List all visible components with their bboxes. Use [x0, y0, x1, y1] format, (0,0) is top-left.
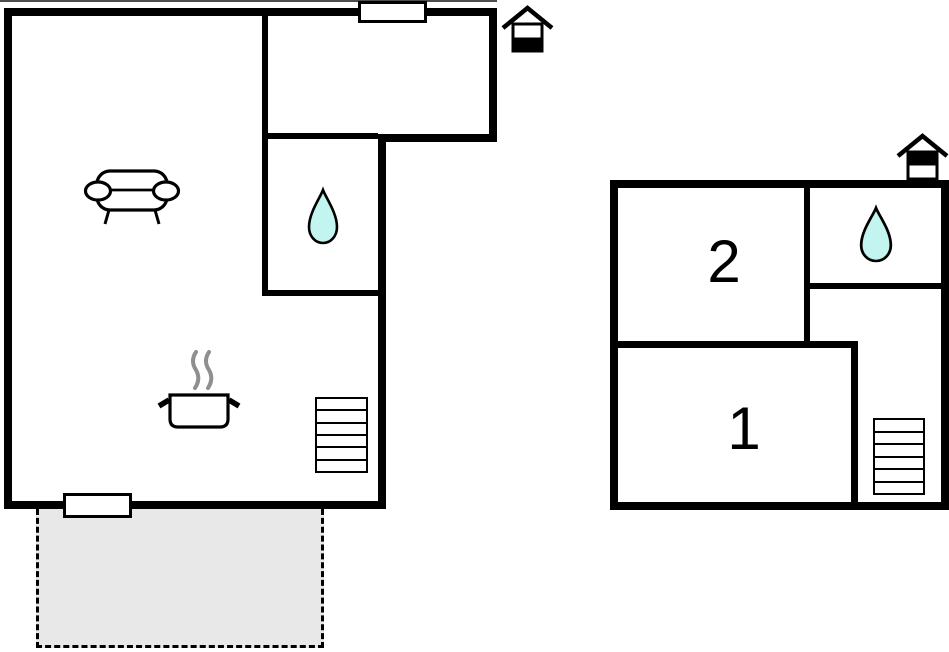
water-drop-icon	[307, 186, 339, 245]
wall-interior-vertical	[262, 16, 268, 296]
stair-tread	[875, 420, 923, 433]
stair-tread	[317, 411, 366, 424]
house-marker-icon	[896, 133, 949, 181]
room-2-label: 2	[707, 228, 741, 295]
wall-room1-top	[618, 341, 858, 348]
stairs-icon	[315, 397, 368, 473]
wall-room1-right	[851, 341, 858, 502]
stair-tread	[875, 483, 923, 494]
wall-bathroom-bottom	[810, 283, 941, 289]
wall-right	[941, 180, 949, 510]
stair-tread	[317, 399, 366, 412]
top-crop-line	[0, 0, 497, 2]
stair-tread	[875, 470, 923, 483]
door-opening	[63, 493, 132, 518]
sofa-icon	[83, 169, 181, 225]
water-drop-icon	[859, 204, 893, 263]
wall-interior-horizontal	[268, 133, 378, 139]
stair-tread	[317, 448, 366, 461]
wall-left	[610, 180, 618, 510]
wall-top	[610, 180, 949, 188]
stair-tread	[317, 436, 366, 449]
room-1-label: 1	[727, 395, 761, 462]
window-opening	[358, 1, 427, 23]
wall-notch-bottom	[378, 134, 497, 142]
terrace-area	[36, 509, 324, 648]
stair-tread	[875, 458, 923, 470]
wall-bathroom-bottom	[262, 290, 378, 296]
stairs-icon	[873, 418, 925, 495]
stair-tread	[317, 424, 366, 436]
house-marker-icon	[501, 5, 554, 53]
wall-top	[4, 8, 497, 16]
stair-tread	[875, 445, 923, 458]
stair-tread	[875, 433, 923, 445]
wall-bottom	[610, 502, 949, 510]
room-upper-right	[268, 16, 489, 133]
stair-tread	[317, 461, 366, 471]
wall-right-upper	[489, 8, 497, 142]
cooking-pot-icon	[157, 350, 241, 429]
wall-interior-vertical	[804, 188, 810, 348]
wall-left	[4, 8, 12, 509]
wall-bottom	[4, 501, 386, 509]
wall-right-lower	[378, 134, 386, 509]
